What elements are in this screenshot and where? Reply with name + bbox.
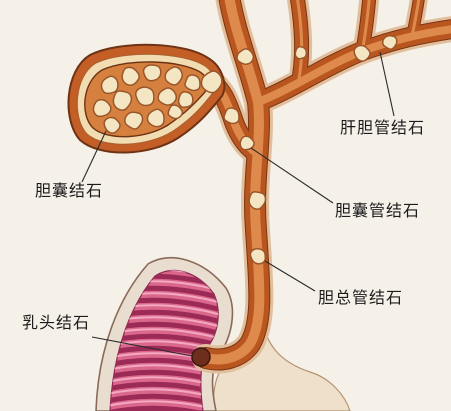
gallbladder-stone: [104, 117, 120, 133]
hepatic-duct-stone: [354, 45, 370, 61]
gallbladder-stone: [136, 87, 154, 105]
gallbladder-stone: [185, 75, 200, 91]
papilla-stone: [192, 348, 210, 366]
label-cystic-duct-stones: 胆囊管结石: [335, 201, 420, 220]
hepatic-duct-stone: [383, 36, 397, 49]
gallbladder-stone: [168, 105, 182, 118]
gallbladder-stone: [143, 65, 160, 81]
gallbladder-stone: [179, 92, 193, 107]
hepatic-duct-stone: [295, 47, 306, 59]
label-papilla-stones: 乳头结石: [22, 313, 90, 332]
cystic-duct-stone: [240, 136, 254, 149]
label-gallbladder-stones: 胆囊结石: [35, 181, 103, 200]
cystic-duct-stone: [224, 108, 239, 124]
common-bile-duct-stone: [250, 249, 265, 264]
label-common-bile-duct-stones: 胆总管结石: [318, 288, 403, 307]
label-hepatic-duct-stones: 肝胆管结石: [340, 118, 425, 137]
